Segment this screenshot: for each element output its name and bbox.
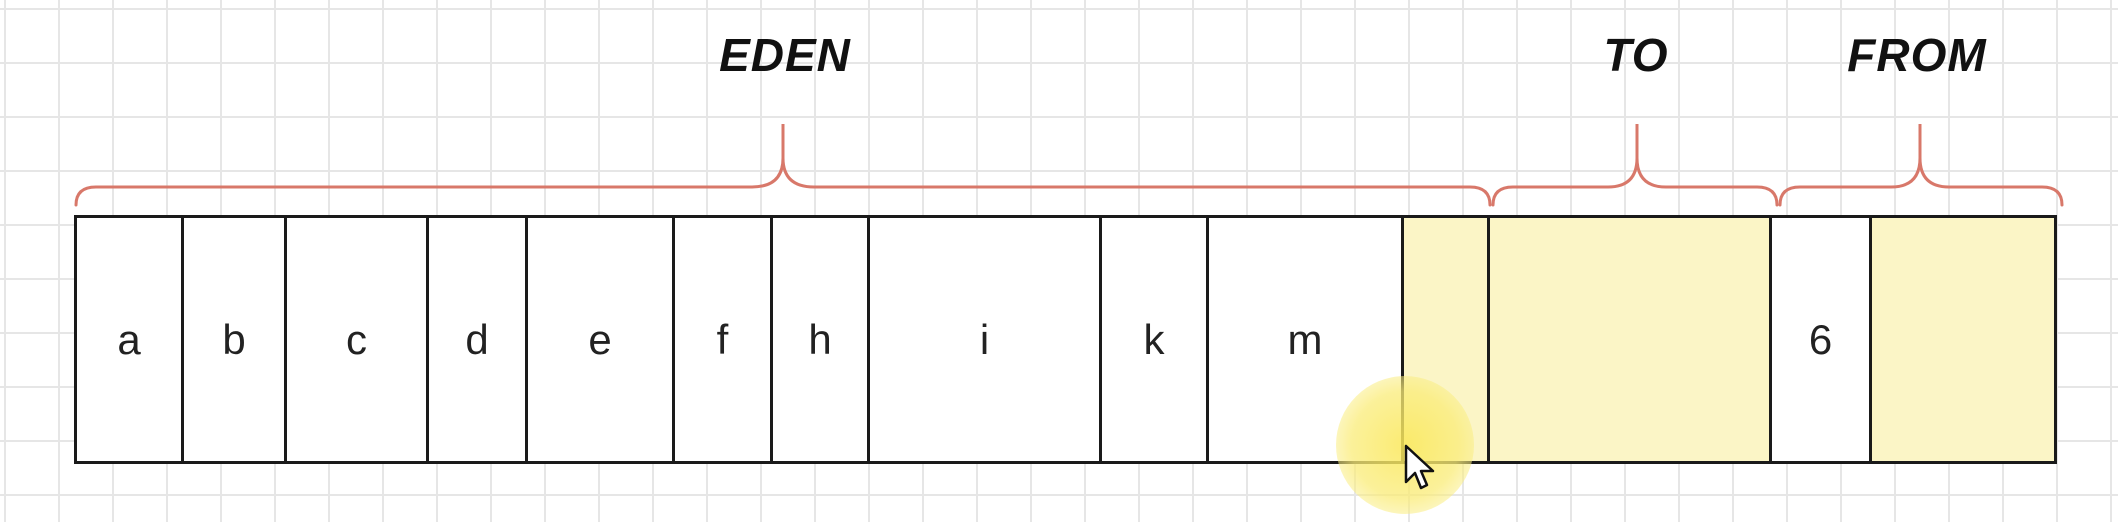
cell-f: f (675, 218, 773, 461)
cell-from-free (1872, 218, 2057, 461)
cell-k: k (1102, 218, 1209, 461)
cell-a: a (77, 218, 184, 461)
cursor-highlight (1336, 376, 1474, 514)
memory-row: a b c d e f h i k m 6 (74, 215, 2057, 464)
mouse-pointer-icon (1404, 444, 1435, 490)
eden-brace (74, 124, 1492, 207)
cell-6: 6 (1772, 218, 1872, 461)
to-brace (1491, 124, 1779, 207)
cell-h: h (773, 218, 870, 461)
cell-i: i (870, 218, 1102, 461)
cell-b: b (184, 218, 287, 461)
to-label: TO (1603, 29, 1669, 81)
cell-d: d (429, 218, 528, 461)
cell-to-space (1490, 218, 1772, 461)
from-label: FROM (1847, 29, 1987, 81)
cell-e: e (528, 218, 675, 461)
eden-label: EDEN (719, 29, 851, 81)
from-brace (1778, 124, 2064, 207)
cell-c: c (287, 218, 429, 461)
